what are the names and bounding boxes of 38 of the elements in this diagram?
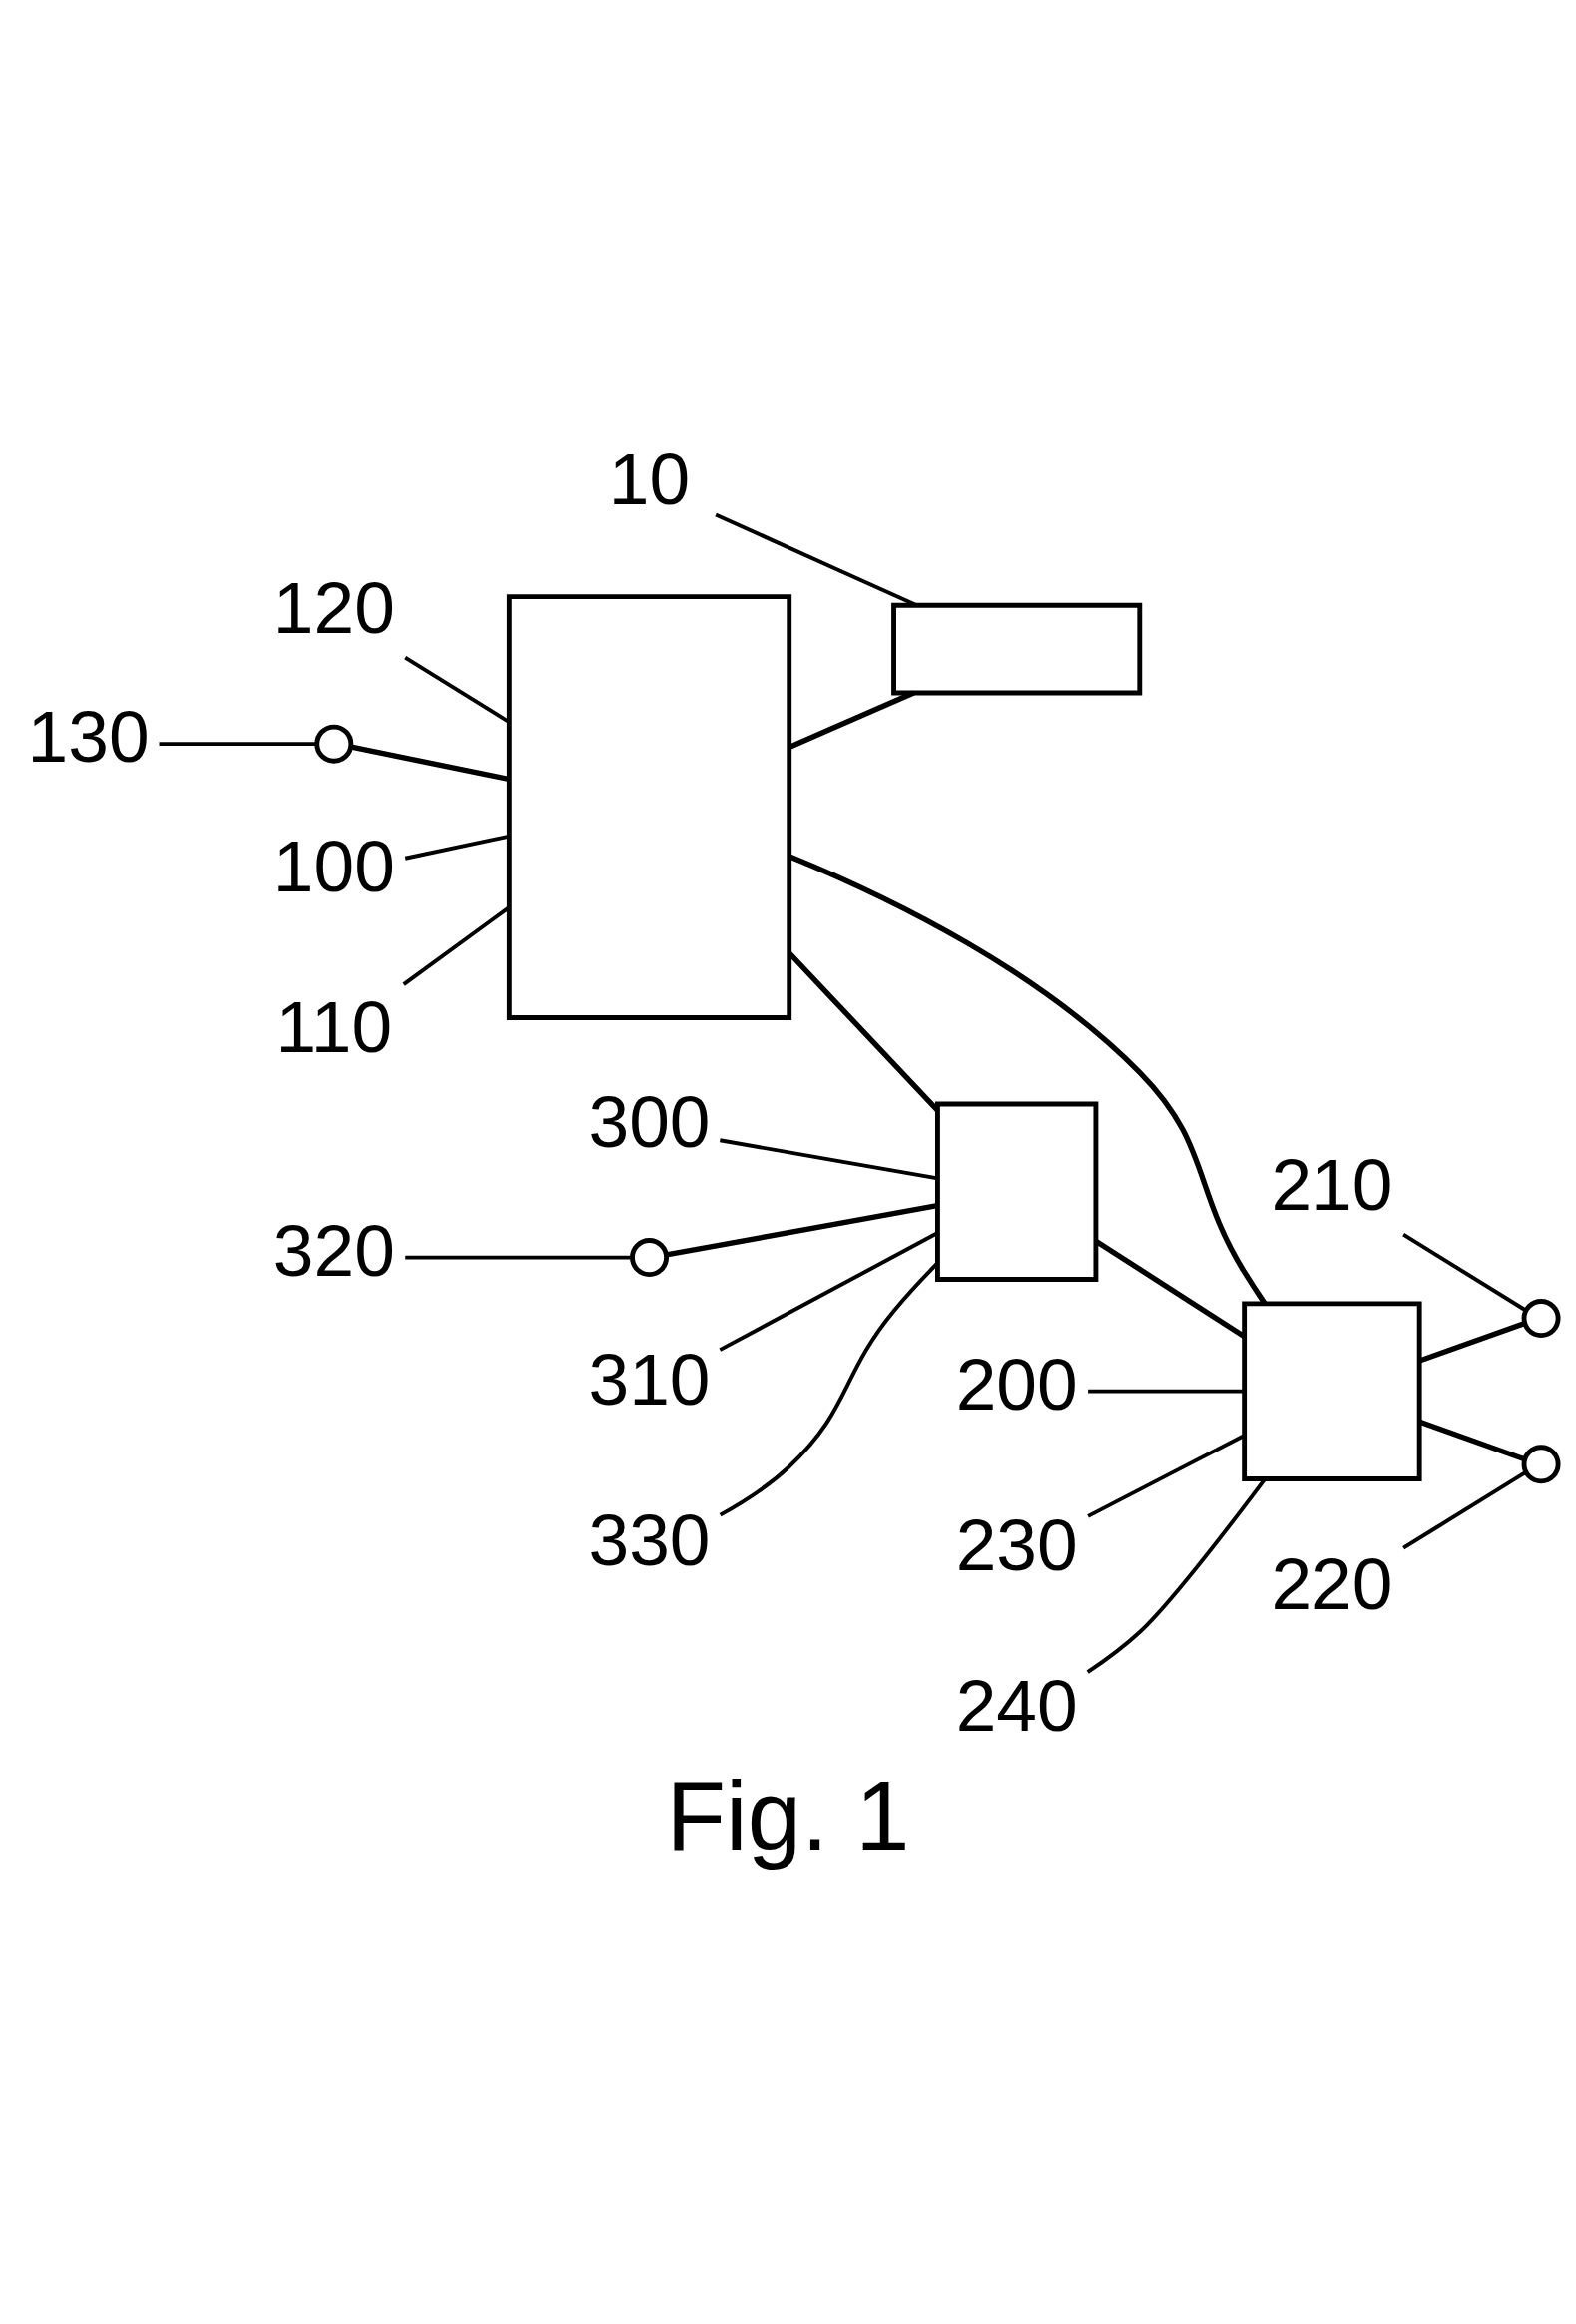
connector <box>719 1137 938 1180</box>
node-text: 110 <box>275 985 393 1067</box>
connector <box>350 744 510 782</box>
connector <box>1402 1469 1527 1549</box>
node-text: 10 <box>608 437 691 519</box>
connector <box>404 834 510 861</box>
connector <box>1402 1232 1527 1312</box>
node-box <box>935 1101 1099 1282</box>
connector <box>788 853 1268 1305</box>
node-text: 120 <box>272 566 395 648</box>
node-box <box>1242 1300 1422 1481</box>
node-box <box>506 593 792 1020</box>
node-text: 320 <box>272 1209 395 1291</box>
connector <box>1087 1433 1246 1518</box>
node-circle <box>314 724 354 764</box>
node-text: 310 <box>588 1338 711 1420</box>
node-circle <box>630 1237 670 1277</box>
node-text: 220 <box>1271 1542 1393 1624</box>
node-text: 230 <box>955 1503 1078 1585</box>
connector <box>788 690 915 750</box>
connector <box>404 655 510 724</box>
node-text: 210 <box>1271 1143 1393 1225</box>
node-box <box>891 602 1143 695</box>
node-text: 200 <box>955 1343 1078 1425</box>
caption: Fig. 1 <box>666 1761 910 1871</box>
node-circle <box>1521 1444 1561 1483</box>
node-text: 100 <box>272 825 395 906</box>
node-text: 300 <box>588 1080 711 1162</box>
connector <box>1418 1320 1526 1364</box>
connector <box>1088 1389 1245 1394</box>
node-text: 130 <box>27 695 150 777</box>
connector <box>159 741 317 746</box>
node-circle <box>1521 1298 1561 1338</box>
connector <box>405 1255 632 1260</box>
node-text: 330 <box>588 1498 711 1580</box>
connector <box>666 1202 938 1258</box>
connector <box>1418 1419 1526 1461</box>
node-text: 240 <box>955 1664 1078 1746</box>
